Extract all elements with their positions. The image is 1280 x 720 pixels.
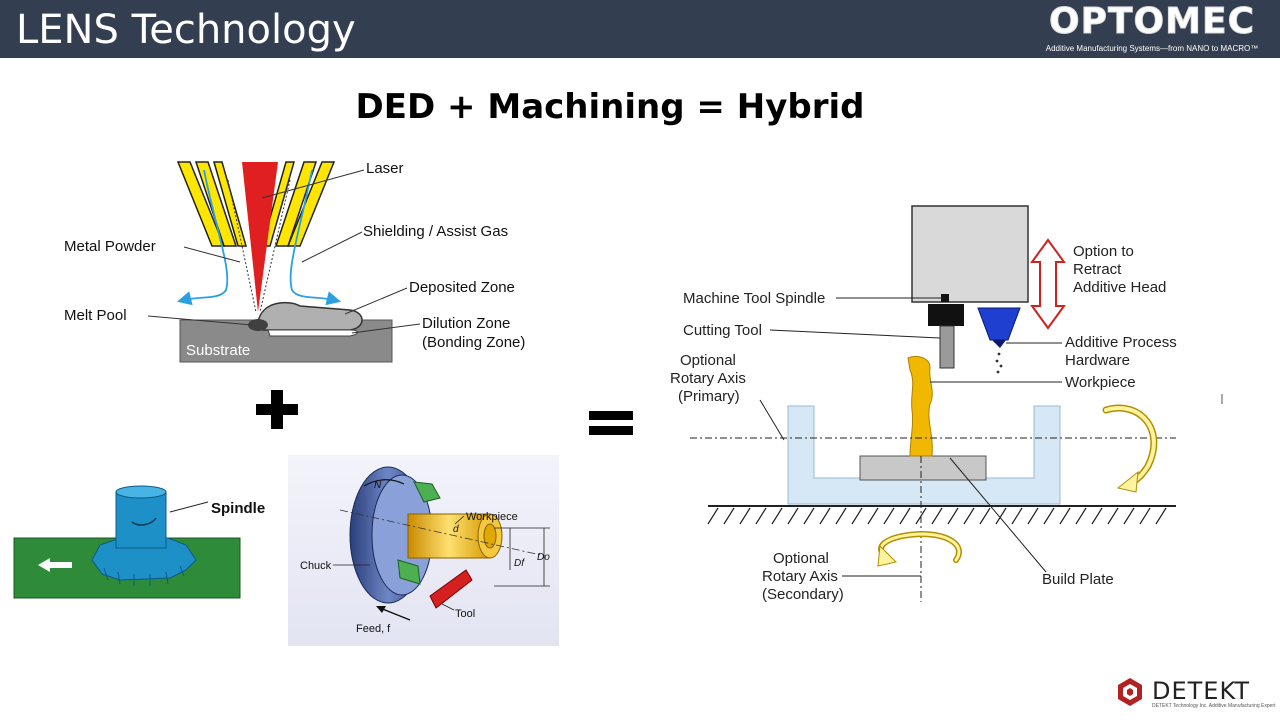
label-machine-tool-spindle: Machine Tool Spindle: [683, 290, 825, 307]
detekt-logo-icon: [1118, 678, 1142, 706]
spindle-column: [115, 491, 167, 549]
equals-sign: [589, 411, 633, 435]
powder-drops: [995, 352, 1003, 374]
melt-pool-leader: [147, 315, 253, 326]
cutter-teeth: [103, 565, 185, 586]
detekt-logo: DETEKT DETEKT Technology Inc. Additive M…: [1112, 676, 1276, 712]
milling-diagram: Spindle: [13, 485, 265, 599]
spindle-leader: [169, 501, 209, 513]
label-additive-process-1: Additive Process: [1065, 334, 1177, 351]
slide-subtitle: DED + Machining = Hybrid: [355, 87, 865, 127]
label-optional-secondary-2: Rotary Axis: [762, 568, 838, 585]
hybrid-workpiece: [907, 355, 933, 457]
build-plate: [859, 455, 987, 481]
label-n: N: [374, 480, 382, 491]
label-cutting-tool: Cutting Tool: [683, 322, 762, 339]
feed-arrow: [379, 607, 411, 621]
label-dilution-zone: Dilution Zone: [422, 315, 510, 332]
additive-head: [977, 307, 1021, 341]
spindle-housing: [911, 205, 1029, 303]
ground-hatching: [707, 507, 1167, 525]
retract-arrow-icon: [1030, 238, 1066, 330]
label-metal-powder: Metal Powder: [64, 238, 156, 255]
powder-stream-right: [259, 179, 291, 313]
optomec-logo: OPTOMEC Additive Manufacturing Systems—f…: [1034, 1, 1270, 56]
detekt-logo-tagline: DETEKT Technology Inc. Additive Manufact…: [1152, 703, 1276, 709]
gas-flow-left: [177, 169, 229, 306]
label-additive-process-2: Hardware: [1065, 352, 1130, 369]
deposited-zone-leader: [344, 287, 408, 315]
label-bonding-zone: (Bonding Zone): [422, 334, 525, 351]
cutting-tool: [429, 569, 473, 609]
label-d: d: [453, 524, 459, 535]
melt-pool: [248, 319, 268, 331]
label-do: Do: [537, 552, 550, 563]
label-spindle: Spindle: [211, 500, 265, 517]
dimension-lines: [494, 527, 550, 587]
plus-sign: [256, 390, 298, 429]
label-chuck: Chuck: [300, 560, 332, 572]
feed-arrow-icon: [38, 558, 72, 572]
label-build-plate: Build Plate: [1042, 571, 1114, 588]
optomec-logo-tagline: Additive Manufacturing Systems—from NANO…: [1045, 44, 1259, 53]
spindle-chuck: [928, 304, 964, 326]
rotary-fixture: [787, 405, 1061, 505]
lathe-diagram: Workpiece Chuck Tool Feed, f N d Df Do: [288, 455, 559, 646]
label-optional-primary-2: Rotary Axis: [670, 370, 746, 387]
dilution-zone: [267, 329, 358, 337]
label-shielding-gas: Shielding / Assist Gas: [363, 223, 508, 240]
powder-stream-left: [227, 179, 257, 313]
ded-process-diagram: Laser Metal Powder Shielding / Assist Ga…: [64, 160, 525, 363]
laser-beam: [242, 162, 278, 312]
hybrid-leaders: [759, 297, 1062, 577]
label-option-retract-1: Option to: [1073, 243, 1134, 260]
laser-leader: [261, 169, 365, 199]
label-workpiece-lathe: Workpiece: [466, 511, 518, 523]
label-substrate: Substrate: [186, 342, 250, 359]
shielding-gas-leader: [301, 231, 363, 263]
slide-title: LENS Technology: [16, 7, 356, 53]
label-option-retract-2: Retract: [1073, 261, 1122, 278]
label-optional-primary-3: (Primary): [678, 388, 740, 405]
optomec-logo-text: OPTOMEC: [1049, 1, 1255, 42]
chuck-jaws: [397, 481, 441, 585]
metal-powder-leader: [183, 246, 241, 263]
lathe-axis: [339, 509, 546, 557]
spindle-top: [115, 485, 167, 499]
deposited-bead: [257, 301, 363, 331]
label-workpiece-hybrid: Workpiece: [1065, 374, 1136, 391]
label-deposited-zone: Deposited Zone: [409, 279, 515, 296]
label-melt-pool: Melt Pool: [64, 307, 127, 324]
label-feed: Feed, f: [356, 623, 391, 635]
label-tool: Tool: [455, 608, 475, 620]
cutting-tool-hybrid: [939, 325, 955, 369]
label-laser: Laser: [366, 160, 404, 177]
label-optional-secondary-3: (Secondary): [762, 586, 844, 603]
header-bar: LENS Technology OPTOMEC Additive Manufac…: [0, 0, 1280, 58]
label-optional-secondary-1: Optional: [773, 550, 829, 567]
rotation-arrow-icon: [363, 479, 405, 487]
rotation-arrow-icon: [131, 517, 157, 526]
lathe-workpiece: [407, 513, 491, 559]
detekt-logo-text: DETEKT: [1152, 677, 1251, 705]
gas-flow-right: [289, 169, 341, 306]
label-df: Df: [514, 558, 525, 569]
dilution-zone-leader: [351, 323, 421, 334]
label-option-retract-3: Additive Head: [1073, 279, 1166, 296]
label-optional-primary-1: Optional: [680, 352, 736, 369]
hybrid-machine-diagram: Option to Retract Additive Head Machine …: [670, 205, 1177, 603]
